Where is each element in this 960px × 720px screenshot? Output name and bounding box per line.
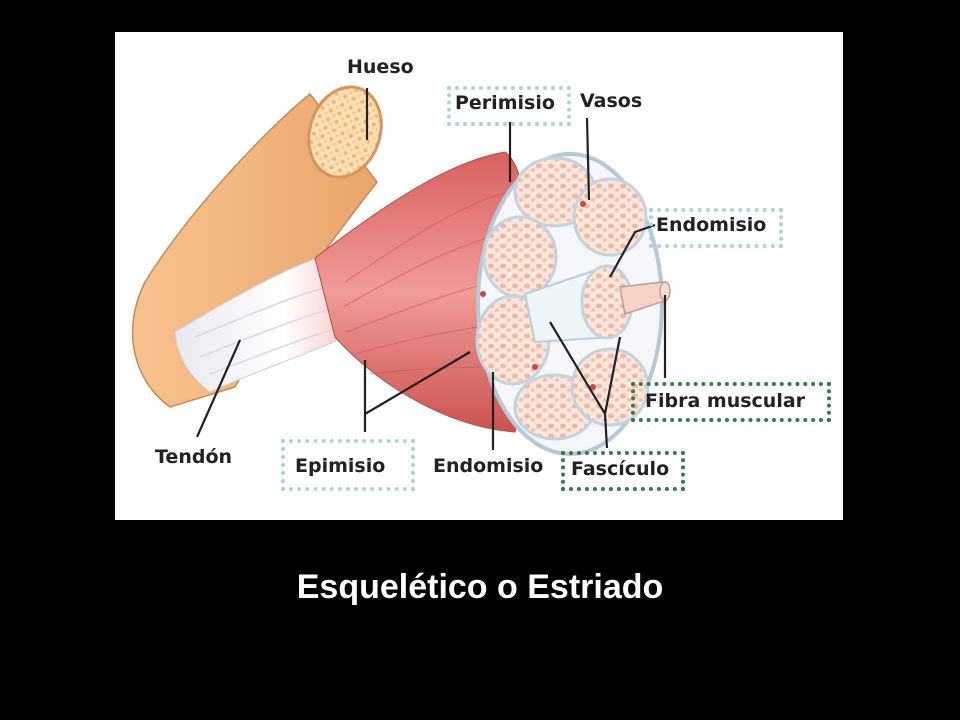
tendon-shape bbox=[174, 253, 356, 393]
leader-lines bbox=[195, 88, 667, 450]
label-endomisio-bottom: Endomisio bbox=[433, 455, 544, 477]
label-fasciculo: Fascículo bbox=[571, 458, 670, 480]
bone-cross-section bbox=[307, 85, 383, 179]
perimisio-highlight bbox=[447, 86, 571, 126]
epimisio-highlight bbox=[281, 439, 415, 491]
label-epimisio: Epimisio bbox=[295, 455, 386, 477]
fasciculo-highlight bbox=[561, 451, 685, 491]
label-tendon: Tendón bbox=[155, 446, 233, 468]
fascicle bbox=[482, 215, 558, 299]
label-endomisio-top: Endomisio bbox=[656, 214, 767, 236]
fascicle bbox=[572, 177, 648, 257]
slide-title: Esquelético o Estriado bbox=[296, 568, 664, 606]
muscle-diagram: Hueso Perimisio Vasos Endomisio Fibra mu… bbox=[115, 32, 843, 520]
label-perimisio: Perimisio bbox=[455, 92, 555, 114]
label-hueso: Hueso bbox=[347, 56, 414, 78]
label-fibra-muscular: Fibra muscular bbox=[645, 390, 806, 412]
fibra-highlight bbox=[631, 382, 831, 422]
muscle-illustration bbox=[131, 85, 671, 456]
label-vasos: Vasos bbox=[580, 90, 643, 112]
endomisio-highlight bbox=[649, 208, 783, 248]
